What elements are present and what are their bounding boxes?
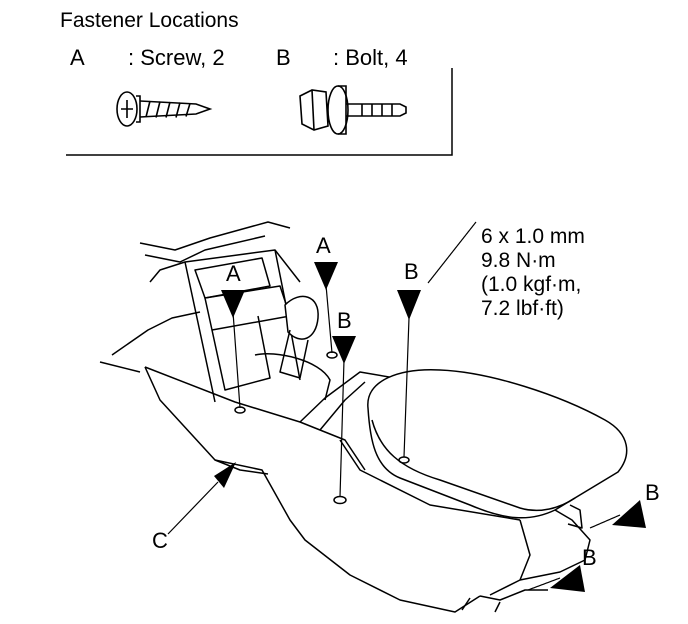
legend: Fastener Locations A : Screw, 2 B : Bolt… xyxy=(60,9,453,156)
arrowhead-b-right xyxy=(612,500,646,528)
arrowhead-c xyxy=(214,462,236,488)
torque-spec-line-1: 6 x 1.0 mm xyxy=(481,225,585,248)
leader-c xyxy=(167,481,219,535)
arrowhead-b-mid xyxy=(332,336,356,364)
legend-text-b: : Bolt, 4 xyxy=(333,45,408,70)
bolt-icon xyxy=(299,85,407,135)
callout-labels: A A B B B B C xyxy=(152,233,660,570)
callout-b-right: B xyxy=(645,480,660,505)
arrowhead-b-bottom xyxy=(550,565,585,592)
leader-b-right xyxy=(589,514,621,529)
leader-lines xyxy=(232,221,621,591)
torque-spec: 6 x 1.0 mm 9.8 N·m (1.0 kgf·m, 7.2 lbf·f… xyxy=(481,225,585,320)
leader-b-bottom xyxy=(527,577,561,591)
screw-icon xyxy=(116,91,213,127)
legend-key-a: A xyxy=(70,45,85,70)
legend-frame xyxy=(66,68,453,156)
leader-b-mid xyxy=(339,359,345,498)
callout-a-left: A xyxy=(226,261,241,286)
legend-text-a: : Screw, 2 xyxy=(128,45,225,70)
arrowheads xyxy=(214,262,646,592)
torque-spec-line-4: 7.2 lbf·ft) xyxy=(481,297,564,320)
torque-spec-line-3: (1.0 kgf·m, xyxy=(481,273,581,296)
leader-b-top xyxy=(403,317,410,458)
callout-b-bottom: B xyxy=(582,545,597,570)
callout-b-mid: B xyxy=(337,308,352,333)
center-console-illustration xyxy=(99,221,628,613)
callout-c: C xyxy=(152,528,168,553)
arrowhead-a-mid xyxy=(314,262,338,290)
leader-a-mid xyxy=(325,284,333,354)
arrowhead-a-left xyxy=(221,290,245,318)
callout-b-top: B xyxy=(404,259,419,284)
callout-a-mid: A xyxy=(316,233,331,258)
torque-spec-line-2: 9.8 N·m xyxy=(481,249,556,272)
leader-torque-spec xyxy=(427,221,477,284)
leader-a-left xyxy=(232,311,241,409)
legend-key-b: B xyxy=(276,45,291,70)
arrowhead-b-top xyxy=(397,290,421,320)
legend-title: Fastener Locations xyxy=(60,9,239,32)
